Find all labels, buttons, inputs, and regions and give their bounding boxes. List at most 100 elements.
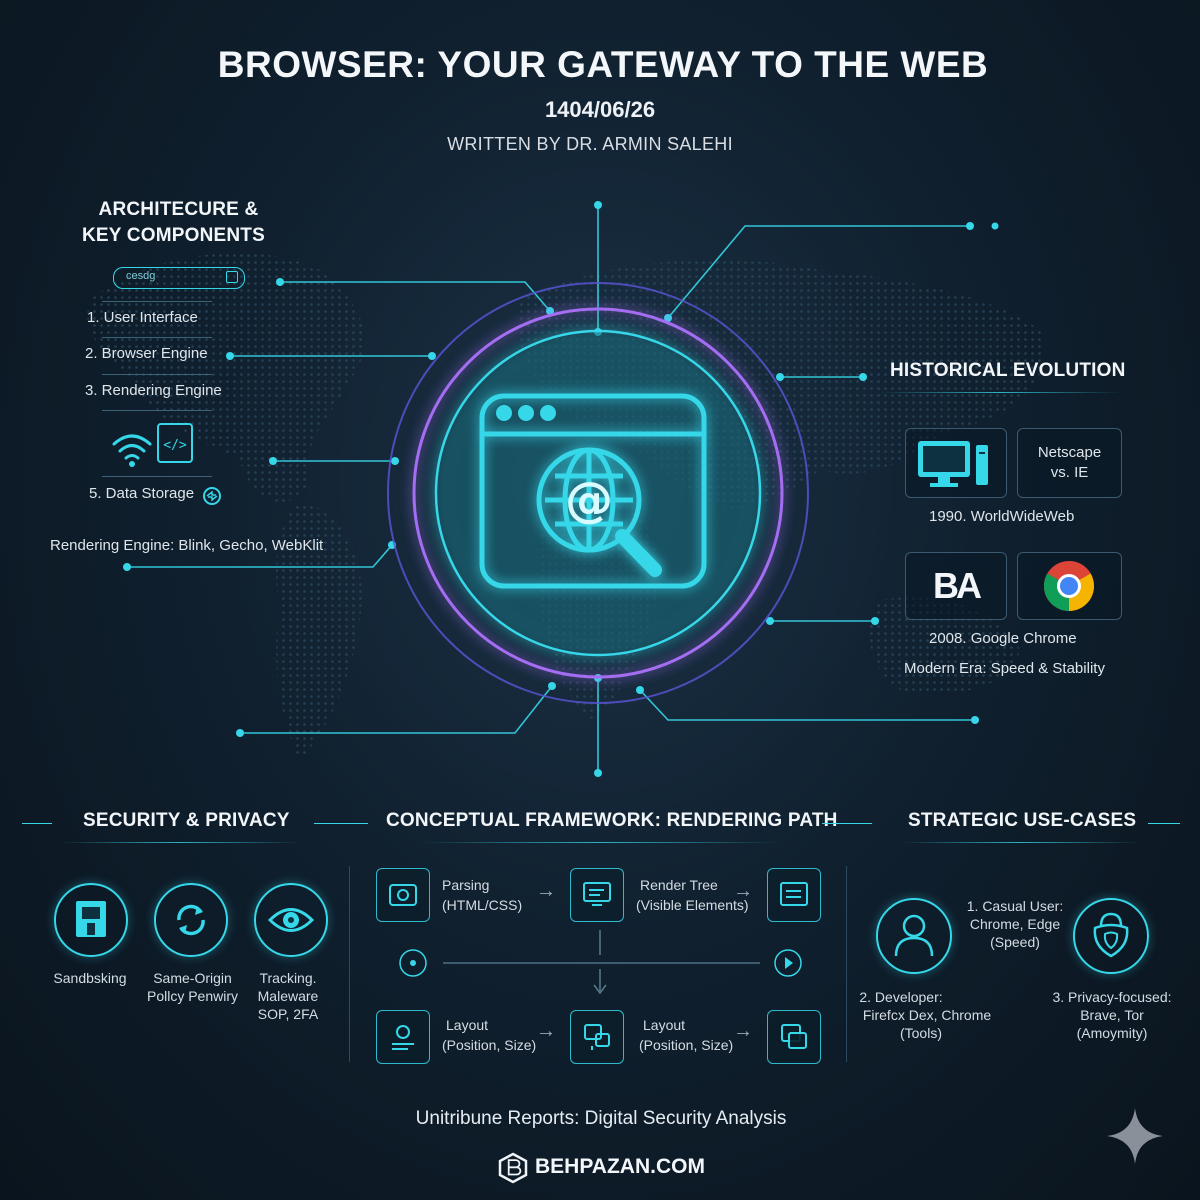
parsing-icon bbox=[376, 868, 430, 922]
usecase-developer-line3: (Tools) bbox=[899, 1025, 942, 1041]
divider bbox=[846, 866, 847, 1062]
arrow-right-icon: → bbox=[536, 880, 556, 902]
flow-step-layout-2-title: Layout bbox=[643, 1017, 686, 1033]
behpazan-logo-icon bbox=[498, 1152, 528, 1184]
search-bar[interactable]: cesdg bbox=[113, 267, 245, 289]
security-same-origin-line2: Pollcy Penwiry bbox=[146, 988, 239, 1004]
footer-brand[interactable]: BEHPAZAN.COM bbox=[497, 1152, 707, 1184]
at-sign-icon: @ bbox=[565, 472, 613, 528]
page-author: WRITTEN BY DR. ARMIN SALEHI bbox=[447, 134, 733, 154]
svg-text:</>: </> bbox=[163, 438, 187, 453]
render-tree-icon bbox=[570, 868, 624, 922]
divider bbox=[102, 476, 212, 477]
usecase-developer: 2. Developer: Firefcx Dex, Chrome (Tools… bbox=[846, 988, 996, 1042]
security-same-origin: Same-Origin Pollcy Penwiry bbox=[140, 969, 245, 1005]
sparkle-icon bbox=[1107, 1108, 1163, 1164]
security-tracking-line3: SOP, 2FA bbox=[257, 1006, 319, 1022]
divider bbox=[420, 842, 780, 843]
flow-step-render-tree-title: Render Tree bbox=[640, 877, 718, 893]
security-same-origin-line1: Same-Origin bbox=[153, 970, 232, 986]
history-card-ba: BA bbox=[905, 552, 1007, 620]
search-icon[interactable] bbox=[226, 271, 238, 283]
netscape-label: Netscape bbox=[1037, 444, 1102, 461]
footer-site: BEHPAZAN.COM bbox=[535, 1155, 705, 1178]
flow-connectors bbox=[399, 930, 802, 995]
divider bbox=[102, 374, 212, 375]
architecture-heading-line1: ARCHITECURE & bbox=[98, 199, 259, 220]
divider bbox=[1148, 823, 1180, 824]
usecase-developer-line2: Firefcx Dex, Chrome bbox=[862, 1007, 992, 1023]
privacy-shield-icon bbox=[1073, 898, 1149, 974]
flow-step-render-tree: Render Tree (Visible Elements) bbox=[636, 876, 749, 914]
history-heading: HISTORICAL EVOLUTION bbox=[890, 360, 1126, 381]
usecase-casual: 1. Casual User: Chrome, Edge (Speed) bbox=[955, 897, 1075, 951]
refresh-icon bbox=[154, 883, 228, 957]
arch-item-rendering-engine: 3. Rendering Engine bbox=[85, 382, 222, 399]
security-tracking-line1: Tracking. bbox=[259, 970, 317, 986]
page-title: BROWSER: YOUR GATEWAY TO THE WEB bbox=[217, 44, 989, 85]
security-sandboxing: Sandbsking bbox=[45, 969, 135, 987]
security-heading: SECURITY & PRIVACY bbox=[83, 810, 290, 831]
divider bbox=[349, 866, 350, 1062]
page-date: 1404/06/26 bbox=[544, 97, 656, 122]
arrow-right-icon: → bbox=[733, 880, 753, 902]
history-card-netscape: Netscape vs. IE bbox=[1017, 428, 1122, 498]
arrow-right-icon: → bbox=[733, 1020, 753, 1042]
divider bbox=[102, 410, 212, 411]
flow-step-parsing-sub: (HTML/CSS) bbox=[442, 897, 523, 913]
chrome-logo-icon bbox=[1044, 561, 1094, 611]
security-sandboxing-line1: Sandbsking bbox=[53, 970, 127, 986]
framework-heading: CONCEPTUAL FRAMEWORK: RENDERING PATH bbox=[386, 810, 838, 831]
divider bbox=[102, 301, 212, 302]
divider bbox=[880, 392, 1120, 393]
vs-ie-label: vs. IE bbox=[1050, 464, 1089, 481]
flow-step-layout-1: Layout (Position, Size) bbox=[442, 1016, 536, 1054]
sync-icon bbox=[203, 487, 221, 505]
arrow-right-icon: → bbox=[536, 1020, 556, 1042]
usecase-casual-line1: 1. Casual User: bbox=[966, 898, 1064, 914]
flow-step-render-tree-sub: (Visible Elements) bbox=[636, 897, 749, 913]
history-1990: 1990. WorldWideWeb bbox=[929, 508, 1075, 525]
flow-step-parsing-title: Parsing bbox=[442, 877, 490, 893]
usecase-casual-line3: (Speed) bbox=[990, 934, 1040, 950]
usecase-privacy-line1: 3. Privacy-focused: bbox=[1052, 989, 1172, 1005]
arch-item-user-interface: 1. User Interface bbox=[87, 309, 198, 326]
paint-output-icon bbox=[767, 868, 821, 922]
divider bbox=[900, 842, 1140, 843]
divider bbox=[60, 842, 300, 843]
search-bar-text: cesdg bbox=[126, 270, 156, 282]
composite-icon bbox=[767, 1010, 821, 1064]
divider bbox=[314, 823, 368, 824]
flow-step-layout-1-sub: (Position, Size) bbox=[442, 1037, 537, 1053]
flow-step-layout-2: Layout (Position, Size) bbox=[639, 1016, 733, 1054]
sandbox-icon bbox=[54, 883, 128, 957]
history-modern-era: Modern Era: Speed & Stability bbox=[904, 660, 1105, 677]
user-icon bbox=[876, 898, 952, 974]
usecases-heading: STRATEGIC USE-CASES bbox=[908, 810, 1137, 831]
divider bbox=[102, 337, 212, 338]
usecase-casual-line2: Chrome, Edge bbox=[969, 916, 1061, 932]
architecture-heading-line2: KEY COMPONENTS bbox=[82, 225, 265, 246]
footer-report: Unitribune Reports: Digital Security Ana… bbox=[415, 1108, 787, 1129]
usecase-developer-line1: 2. Developer: bbox=[859, 989, 943, 1005]
usecase-privacy-line2: Brave, Tor bbox=[1080, 1007, 1144, 1023]
flow-step-parsing: Parsing (HTML/CSS) bbox=[442, 876, 522, 914]
eye-icon bbox=[254, 883, 328, 957]
security-tracking: Tracking. Maleware SOP, 2FA bbox=[243, 969, 333, 1023]
architecture-heading: ARCHITECURE & KEY COMPONENTS bbox=[82, 197, 265, 249]
flow-step-layout-2-sub: (Position, Size) bbox=[639, 1037, 734, 1053]
divider bbox=[822, 823, 872, 824]
rendering-engines-note: Rendering Engine: Blink, Gecho, WebKlit bbox=[50, 537, 324, 554]
history-card-chrome bbox=[1017, 552, 1122, 620]
ba-logo: BA bbox=[933, 565, 982, 606]
history-2008: 2008. Google Chrome bbox=[929, 630, 1077, 647]
security-tracking-line2: Maleware bbox=[257, 988, 319, 1004]
divider bbox=[22, 823, 52, 824]
usecase-privacy: 3. Privacy-focused: Brave, Tor (Amoymity… bbox=[1042, 988, 1182, 1042]
arch-item-data-storage: 5. Data Storage bbox=[89, 485, 195, 502]
history-card-desktop bbox=[905, 428, 1007, 498]
usecase-privacy-line3: (Amoymity) bbox=[1076, 1025, 1148, 1041]
desktop-computer-icon bbox=[918, 441, 988, 487]
browser-window-icon: @ bbox=[479, 393, 707, 589]
